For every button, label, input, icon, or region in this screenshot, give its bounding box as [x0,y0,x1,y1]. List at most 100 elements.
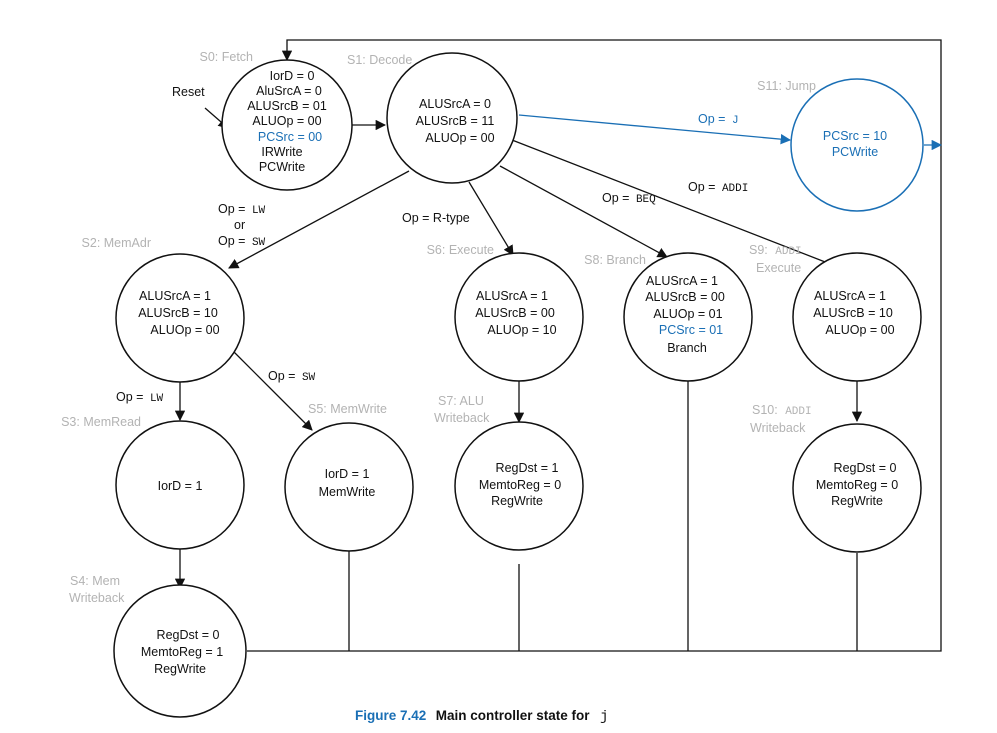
s7-signal: RegDst = 1 [496,461,559,475]
op-j-prefix: Op = [698,112,725,126]
op-rtype-label: Op = R-type [402,211,470,225]
op-beq-label: Op = BEQ [602,191,656,206]
s2-signal: ALUSrcA = 1 [139,289,211,303]
s0-signal: PCWrite [259,160,305,174]
state-s2 [115,253,245,383]
op-lw-or-label: Op = LW [218,202,266,217]
s5-signal: MemWrite [319,485,376,499]
label-s11: S11: Jump [757,79,816,93]
state-s4 [113,584,247,718]
state-s7 [454,421,584,551]
s8-signal: Branch [667,341,707,355]
op-or-label: or [234,218,245,232]
label-s10: S10: ADDI [752,403,812,418]
label-s9-prefix: S9: [749,243,768,257]
label-s0: S0: Fetch [200,50,254,64]
s1-signal: ALUSrcB = 11 [416,114,495,128]
op-beq-prefix: Op = [602,191,629,205]
s5-signal: IorD = 1 [325,467,370,481]
state-s6 [454,252,584,382]
s7-signal: MemtoReg = 0 [479,478,561,492]
s6-signal: ALUSrcA = 1 [476,289,548,303]
state-signals: IorD = 0 AluSrcA = 0 ALUSrcB = 01 ALUOp … [138,69,898,676]
label-s9-mono: ADDI [775,246,801,258]
s0-signal: ALUOp = 00 [252,114,321,128]
s0-signal: IRWrite [261,145,302,159]
s4-signal: RegWrite [154,662,206,676]
s6-signal: ALUOp = 10 [487,323,556,337]
s4-signal: RegDst = 0 [157,628,220,642]
op-beq-mono: BEQ [636,194,656,206]
s9-signal: ALUSrcA = 1 [814,289,886,303]
state-s0 [221,59,353,191]
transition-labels: Reset Op = J Op = ADDI Op = BEQ Op = R-t… [116,85,748,405]
s8-signal-pcsrc: PCSrc = 01 [659,323,723,337]
state-s10 [792,423,922,553]
s2-signal: ALUOp = 00 [150,323,219,337]
state-labels: S0: Fetch S1: Decode S11: Jump S2: MemAd… [61,50,816,605]
label-s7-line1: S7: ALU [438,394,484,408]
op-sw-or-label: Op = SW [218,234,266,249]
s11-signal: PCWrite [832,145,878,159]
s3-signal: IorD = 1 [158,479,203,493]
s10-signal: RegDst = 0 [834,461,897,475]
op-lw-prefix: Op = [218,202,245,216]
s0-signal: ALUSrcB = 01 [247,99,327,113]
state-s9 [792,252,922,382]
label-s8: S8: Branch [584,253,646,267]
op-sw2-mono: SW [302,372,316,384]
label-s6: S6: Execute [427,243,494,257]
edges [174,39,943,652]
s1-to-s6 [468,181,514,256]
op-sw-mono: SW [252,237,266,249]
state-s5 [284,422,414,552]
s1-to-s9 [511,139,839,269]
label-s10-line2: Writeback [750,421,806,435]
state-s1 [386,52,518,184]
s1-signal: ALUOp = 00 [425,131,494,145]
s1-signal: ALUSrcA = 0 [419,97,491,111]
s0-signal: IorD = 0 [270,69,315,83]
op-lw-mono: LW [252,205,266,217]
figure-caption: Figure 7.42 Main controller state for j [355,707,608,725]
s4-signal: MemtoReg = 1 [141,645,223,659]
label-s4-line1: S4: Mem [70,574,120,588]
s1-to-s2 [228,170,410,269]
s9-signal: ALUSrcB = 10 [813,306,893,320]
s2-to-s5 [231,349,313,431]
s10-signal: MemtoReg = 0 [816,478,898,492]
s8-signal: ALUSrcA = 1 [646,274,718,288]
caption-text: Main controller state for [436,708,591,723]
label-s2: S2: MemAdr [82,236,151,250]
state-s8 [623,252,753,382]
label-s9-line2: Execute [756,261,801,275]
s1-to-s11 [518,114,792,145]
op-lw2-mono: LW [150,393,164,405]
state-s3 [115,420,245,550]
label-s7-line2: Writeback [434,411,490,425]
label-s5: S5: MemWrite [308,402,387,416]
op-sw-label: Op = SW [268,369,316,384]
s10-signal: RegWrite [831,494,883,508]
s6-signal: ALUSrcB = 00 [475,306,555,320]
op-lw2-prefix: Op = [116,390,143,404]
state-s11 [790,78,924,212]
caption-mono: j [600,709,608,725]
s7-signal: RegWrite [491,494,543,508]
s11-signal: PCSrc = 10 [823,129,887,143]
s8-signal: ALUOp = 01 [653,307,722,321]
caption-figure-number: Figure 7.42 [355,708,426,723]
label-s3: S3: MemRead [61,415,141,429]
state-circles [113,52,924,718]
label-s9: S9: ADDI [749,243,802,258]
label-s1: S1: Decode [347,53,412,67]
return-bus [247,39,942,652]
s8-signal: ALUSrcB = 00 [645,290,725,304]
s1-to-s8 [499,165,668,258]
op-sw-prefix: Op = [218,234,245,248]
label-s10-prefix: S10: [752,403,778,417]
s2-signal: ALUSrcB = 10 [138,306,218,320]
reset-label: Reset [172,85,205,99]
op-j-label: Op = J [698,112,739,127]
label-s10-mono: ADDI [785,406,811,418]
